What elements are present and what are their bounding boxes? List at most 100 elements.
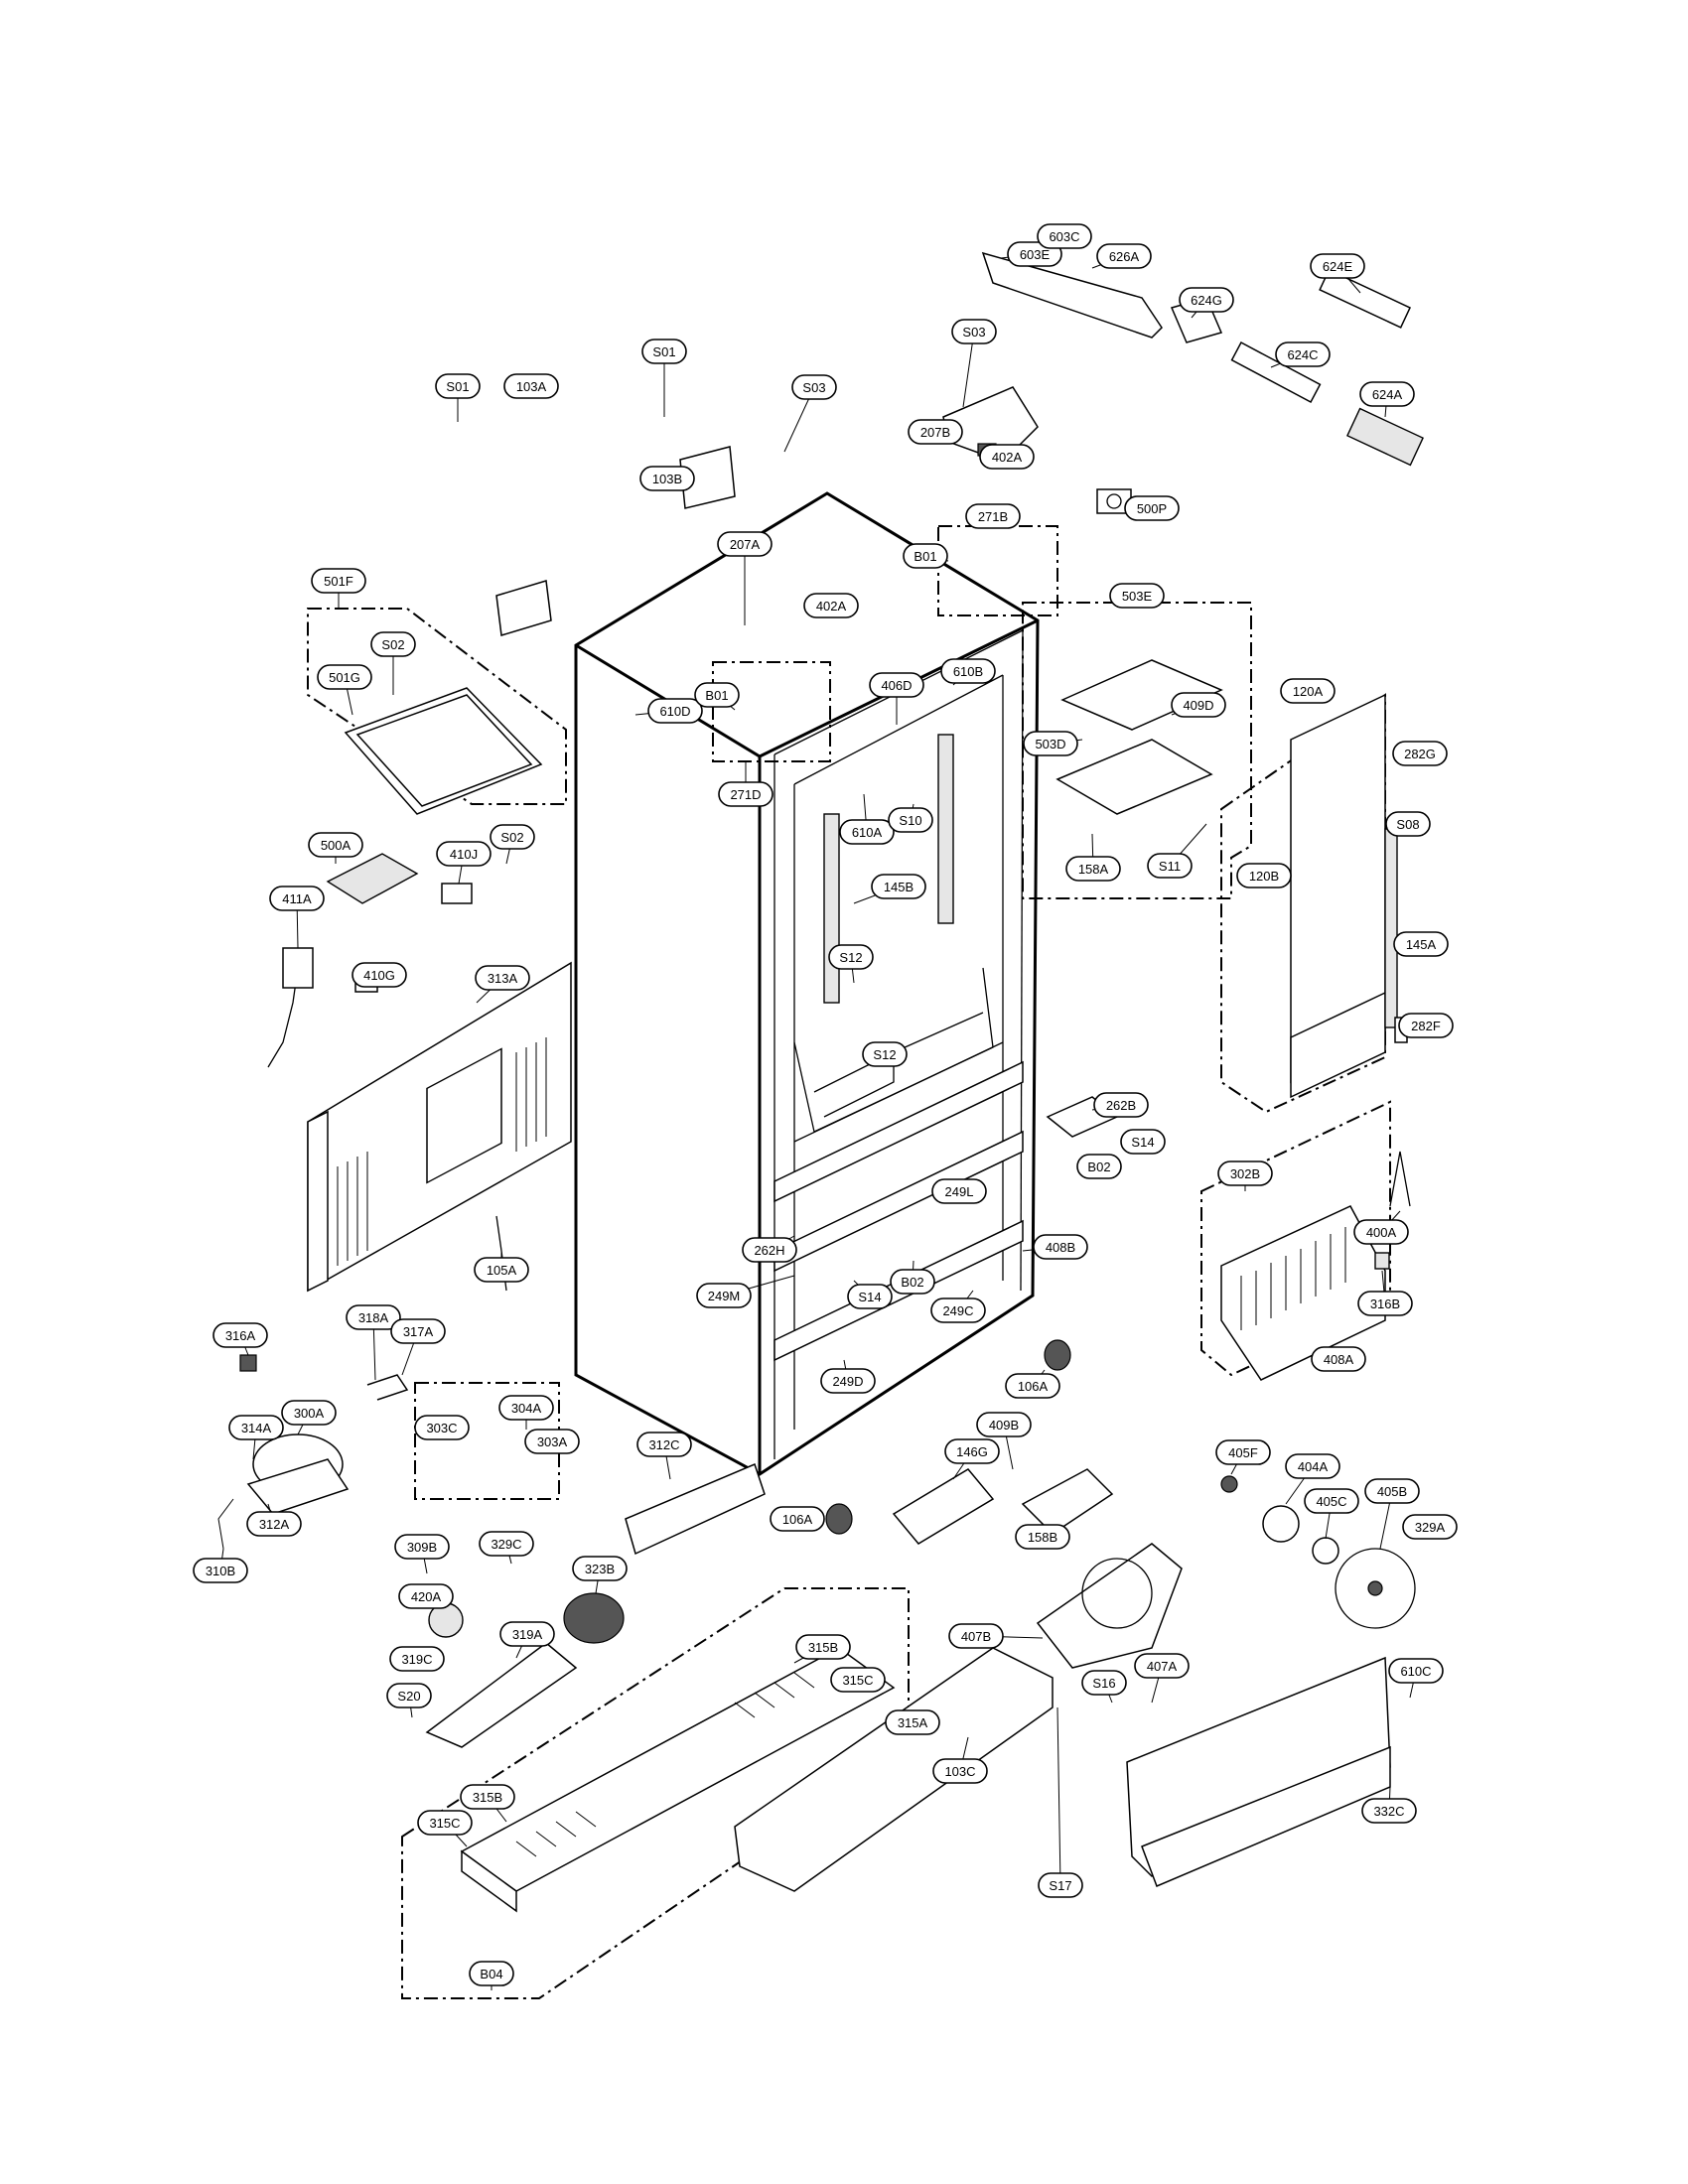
label-bubble xyxy=(1357,1291,1413,1316)
label-bubble xyxy=(389,1646,445,1672)
part-label-302b: 302B xyxy=(1217,1160,1273,1186)
label-bubble xyxy=(1388,1658,1444,1684)
label-bubble xyxy=(394,1534,450,1560)
label-text: 500A xyxy=(321,838,352,853)
part-label-282f: 282F xyxy=(1398,1013,1454,1038)
label-text: B01 xyxy=(705,688,728,703)
part-label-249l: 249L xyxy=(931,1178,987,1204)
label-bubble xyxy=(869,672,924,698)
label-bubble xyxy=(317,664,372,690)
label-text: 310B xyxy=(206,1564,235,1578)
part-label-b01b: B01 xyxy=(694,682,740,708)
label-text: 332C xyxy=(1373,1804,1404,1819)
label-bubble xyxy=(1124,495,1180,521)
label-text: S08 xyxy=(1396,817,1419,832)
part-label-s01a: S01 xyxy=(641,339,687,364)
part-label-624e: 624E xyxy=(1310,253,1365,279)
part-label-s16: S16 xyxy=(1081,1670,1127,1696)
label-bubble xyxy=(931,1178,987,1204)
part-label-316a: 316A xyxy=(212,1322,268,1348)
label-bubble xyxy=(1076,1154,1122,1179)
part-label-319c: 319C xyxy=(389,1646,445,1672)
label-text: 329A xyxy=(1415,1520,1446,1535)
part-label-317a: 317A xyxy=(390,1318,446,1344)
part-label-262h: 262H xyxy=(742,1237,797,1263)
part-label-610a: 610A xyxy=(839,819,895,845)
label-text: 207A xyxy=(730,537,761,552)
label-bubble xyxy=(639,466,695,491)
label-bubble xyxy=(888,807,933,833)
label-text: 503D xyxy=(1035,737,1065,751)
label-text: 309B xyxy=(407,1540,437,1555)
label-bubble xyxy=(636,1432,692,1457)
label-bubble xyxy=(308,832,363,858)
part-label-420a: 420A xyxy=(398,1583,454,1609)
label-bubble xyxy=(1275,341,1331,367)
label-bubble xyxy=(281,1400,337,1426)
label-text: 303C xyxy=(426,1421,457,1435)
label-text: 282G xyxy=(1404,747,1436,761)
part-label-329c: 329C xyxy=(479,1531,534,1557)
part-label-303a: 303A xyxy=(524,1429,580,1454)
label-text: 409B xyxy=(989,1418,1019,1433)
part-label-103b: 103B xyxy=(639,466,695,491)
part-label-s17: S17 xyxy=(1038,1872,1083,1898)
label-bubble xyxy=(469,1961,514,1986)
label-bubble xyxy=(951,319,997,344)
part-label-319a: 319A xyxy=(499,1621,555,1647)
label-text: 315B xyxy=(473,1790,502,1805)
label-text: 105A xyxy=(487,1263,517,1278)
part-label-408b: 408B xyxy=(1033,1234,1088,1260)
label-bubble xyxy=(641,339,687,364)
label-text: 145A xyxy=(1406,937,1437,952)
part-label-610c: 610C xyxy=(1388,1658,1444,1684)
label-bubble xyxy=(1120,1129,1166,1155)
part-label-312a: 312A xyxy=(246,1511,302,1537)
part-label-304a: 304A xyxy=(498,1395,554,1421)
label-text: 610B xyxy=(953,664,983,679)
part-label-503d: 503D xyxy=(1023,731,1078,756)
label-bubble xyxy=(1023,731,1078,756)
part-label-503e: 503E xyxy=(1109,583,1165,609)
part-label-405f: 405F xyxy=(1215,1439,1271,1465)
label-bubble xyxy=(820,1368,876,1394)
part-label-s14a: S14 xyxy=(1120,1129,1166,1155)
label-bubble xyxy=(647,698,703,724)
label-text: 610D xyxy=(659,704,690,719)
label-text: 312C xyxy=(648,1437,679,1452)
label-bubble xyxy=(791,374,837,400)
label-text: 501G xyxy=(329,670,360,685)
label-bubble xyxy=(474,1257,529,1283)
label-bubble xyxy=(572,1556,628,1581)
label-bubble xyxy=(398,1583,454,1609)
label-bubble xyxy=(1398,1013,1454,1038)
part-label-312c: 312C xyxy=(636,1432,692,1457)
part-label-316b: 316B xyxy=(1357,1291,1413,1316)
label-text: 624C xyxy=(1287,347,1318,362)
label-text: 271D xyxy=(730,787,761,802)
part-label-329a: 329A xyxy=(1402,1514,1458,1540)
label-text: 262H xyxy=(754,1243,784,1258)
part-labels: 603E603C626A624E624G624C624AS03207B402A5… xyxy=(193,223,1458,1986)
label-text: 624E xyxy=(1323,259,1353,274)
part-label-b02b: B02 xyxy=(890,1269,935,1295)
label-text: 106A xyxy=(1018,1379,1049,1394)
label-bubble xyxy=(499,1621,555,1647)
label-bubble xyxy=(1304,1488,1359,1514)
label-text: S01 xyxy=(652,344,675,359)
part-label-s12a: S12 xyxy=(828,944,874,970)
label-bubble xyxy=(490,824,535,850)
part-label-145b: 145B xyxy=(871,874,926,899)
label-text: S20 xyxy=(397,1689,420,1704)
label-bubble xyxy=(1393,931,1449,957)
label-bubble xyxy=(862,1041,908,1067)
label-text: S16 xyxy=(1092,1676,1115,1691)
part-label-315ba: 315B xyxy=(795,1634,851,1660)
label-bubble xyxy=(1361,1798,1417,1824)
label-text: 315B xyxy=(808,1640,838,1655)
label-text: 405F xyxy=(1228,1445,1258,1460)
label-text: 145B xyxy=(884,880,914,894)
part-label-407a: 407A xyxy=(1134,1653,1190,1679)
part-label-s12b: S12 xyxy=(862,1041,908,1067)
